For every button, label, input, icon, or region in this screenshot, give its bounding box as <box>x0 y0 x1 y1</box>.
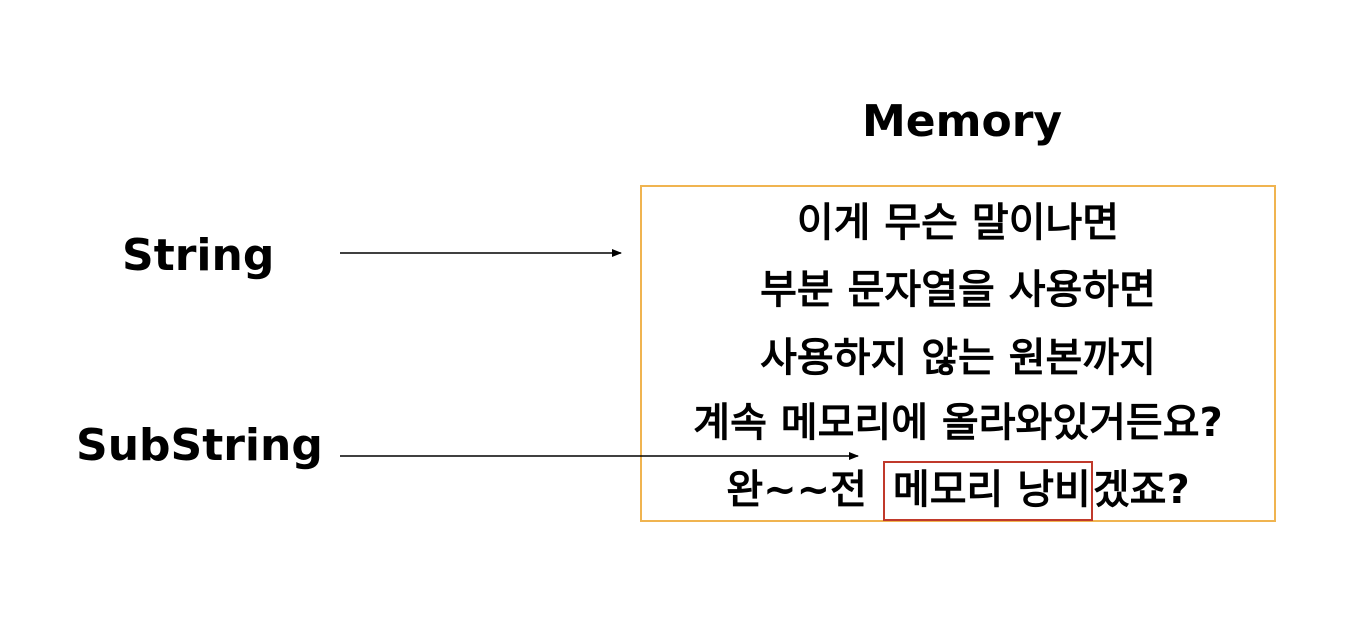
memory-line-2: 부분 문자열을 사용하면 <box>760 267 1156 313</box>
memory-box <box>640 185 1276 522</box>
memory-line-5-suffix: 겠죠? <box>1092 467 1190 513</box>
memory-line-1: 이게 무슨 말이나면 <box>796 200 1120 246</box>
string-label: String <box>122 230 275 281</box>
memory-line-3: 사용하지 않는 원본까지 <box>760 335 1156 381</box>
memory-line-4: 계속 메모리에 올라와있거든요? <box>693 400 1223 446</box>
memory-title: Memory <box>862 96 1063 147</box>
memory-line-5-prefix: 완~~전 <box>726 467 867 513</box>
substring-label: SubString <box>76 420 323 471</box>
memory-line-5: 완~~전 메모리 낭비겠죠? <box>640 461 1276 521</box>
memory-waste-highlight: 메모리 낭비 <box>882 461 1093 521</box>
